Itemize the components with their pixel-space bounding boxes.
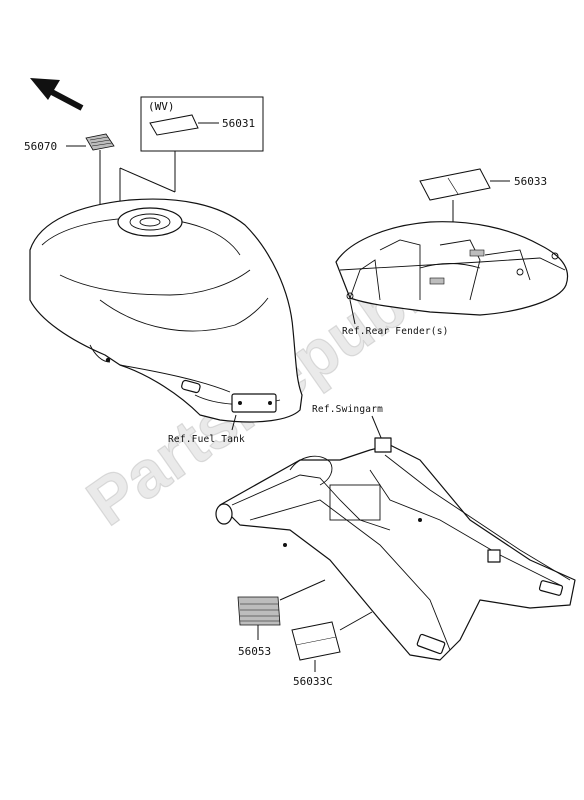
ref-fuel-tank: Ref.Fuel Tank xyxy=(168,434,245,445)
ref-rear-fender: Ref.Rear Fender(s) xyxy=(342,326,449,337)
label-56033: 56033 xyxy=(419,168,547,240)
part-number-56053: 56053 xyxy=(238,645,271,658)
variant-label: (WV) xyxy=(148,100,175,113)
part-number-56033c: 56033C xyxy=(293,675,333,688)
part-number-56070: 56070 xyxy=(24,140,57,153)
fuel-tank xyxy=(29,198,303,423)
label-56053: 56053 xyxy=(237,579,326,658)
variant-box: (WV) 56031 xyxy=(119,96,264,212)
ref-swingarm: Ref.Swingarm xyxy=(312,404,383,415)
arrow-front-icon xyxy=(30,78,84,111)
label-56033c: 56033C xyxy=(291,611,373,688)
part-number-56031: 56031 xyxy=(222,117,255,130)
rear-fender xyxy=(335,221,569,316)
label-56070: 56070 xyxy=(24,133,115,205)
swingarm xyxy=(215,437,576,661)
part-number-56033: 56033 xyxy=(514,175,547,188)
